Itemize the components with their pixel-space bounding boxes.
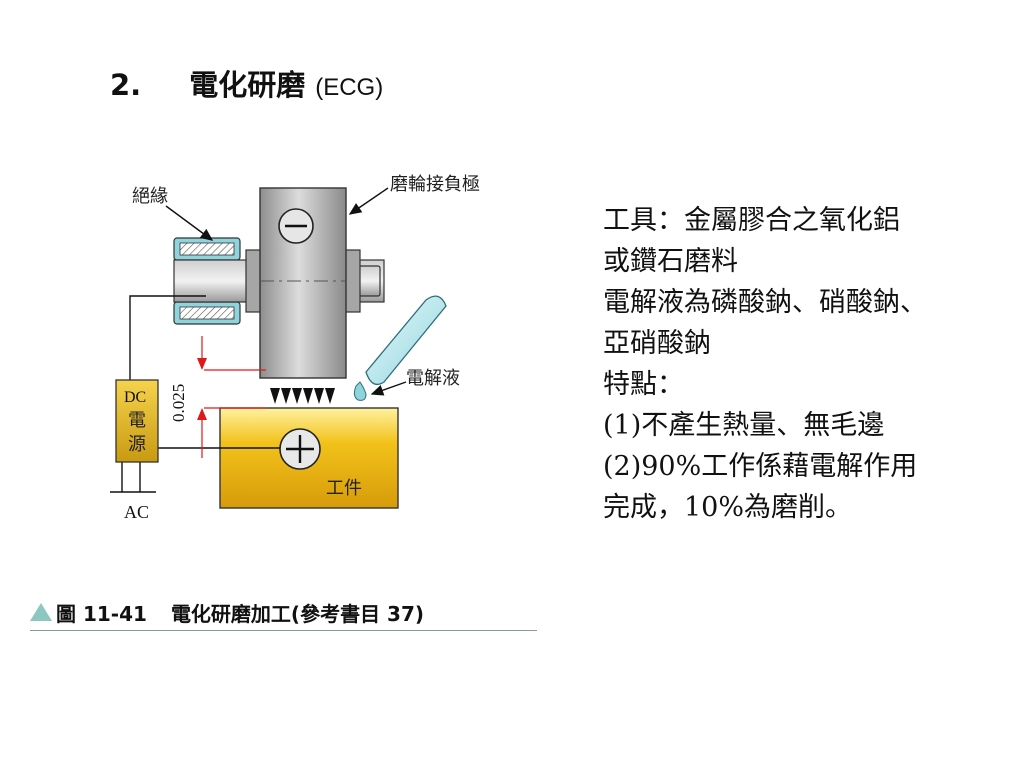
notes-line: 特點： <box>603 369 684 400</box>
notes-line: 完成，10%為磨削。 <box>603 492 853 523</box>
dc-label: DC <box>124 389 146 406</box>
grinding-wheel <box>245 187 361 379</box>
figure-number: 圖 11-41 <box>56 601 147 626</box>
electrolyte-nozzle <box>353 295 447 401</box>
notes-line: 亞硝酸鈉 <box>603 328 711 359</box>
dc-label-line3: 源 <box>128 434 146 455</box>
title-chinese: 電化研磨 <box>189 68 306 102</box>
insulation-leader <box>165 205 214 241</box>
gap-value-label: 0.025 <box>169 384 188 422</box>
label-electrolyte: 電解液 <box>406 368 460 389</box>
dc-label-line2: 電 <box>128 410 146 431</box>
ecg-diagram: 絕緣 磨輪接負極 電解液 工件 DC 電 源 AC 0.025 <box>100 160 520 530</box>
workpiece <box>219 407 399 509</box>
notes-line: 或鑽石磨料 <box>603 246 738 277</box>
insulation-housing <box>173 237 241 325</box>
slide-title: 2. 電化研磨 (ECG) <box>110 62 383 106</box>
dc-power-source <box>115 379 159 463</box>
caption-triangle-icon <box>30 603 52 621</box>
notes-line: (1)不產生熱量、無毛邊 <box>603 410 885 441</box>
notes-line: 工具：金屬膠合之氧化鋁 <box>603 205 900 236</box>
title-latin: (ECG) <box>315 74 384 101</box>
notes-line: 電解液為磷酸鈉、硝酸鈉、 <box>603 287 927 318</box>
label-insulation: 絕緣 <box>132 186 168 207</box>
gap-dimension <box>197 336 266 458</box>
wheel-leader <box>348 187 389 215</box>
label-wheel-negative: 磨輪接負極 <box>390 174 480 195</box>
figure-caption-text: 電化研磨加工(參考書目 37) <box>170 601 425 626</box>
shaft-end <box>357 265 381 297</box>
ac-label: AC <box>124 502 149 522</box>
abrasive-teeth <box>270 388 335 404</box>
notes-line: (2)90%工作係藉電解作用 <box>603 451 918 482</box>
ecg-diagram-svg: 絕緣 磨輪接負極 電解液 工件 DC 電 源 AC 0.025 <box>110 174 480 522</box>
title-number: 2. <box>110 68 142 102</box>
label-workpiece: 工件 <box>326 478 362 499</box>
figure-caption: 圖 11-41 電化研磨加工(參考書目 37) <box>30 594 537 631</box>
electrolyte-leader <box>370 381 407 396</box>
circuit-wiring <box>110 295 280 493</box>
notes-text-block: 工具：金屬膠合之氧化鋁 或鑽石磨料 電解液為磷酸鈉、硝酸鈉、 亞硝酸鈉 特點： … <box>603 200 1018 528</box>
